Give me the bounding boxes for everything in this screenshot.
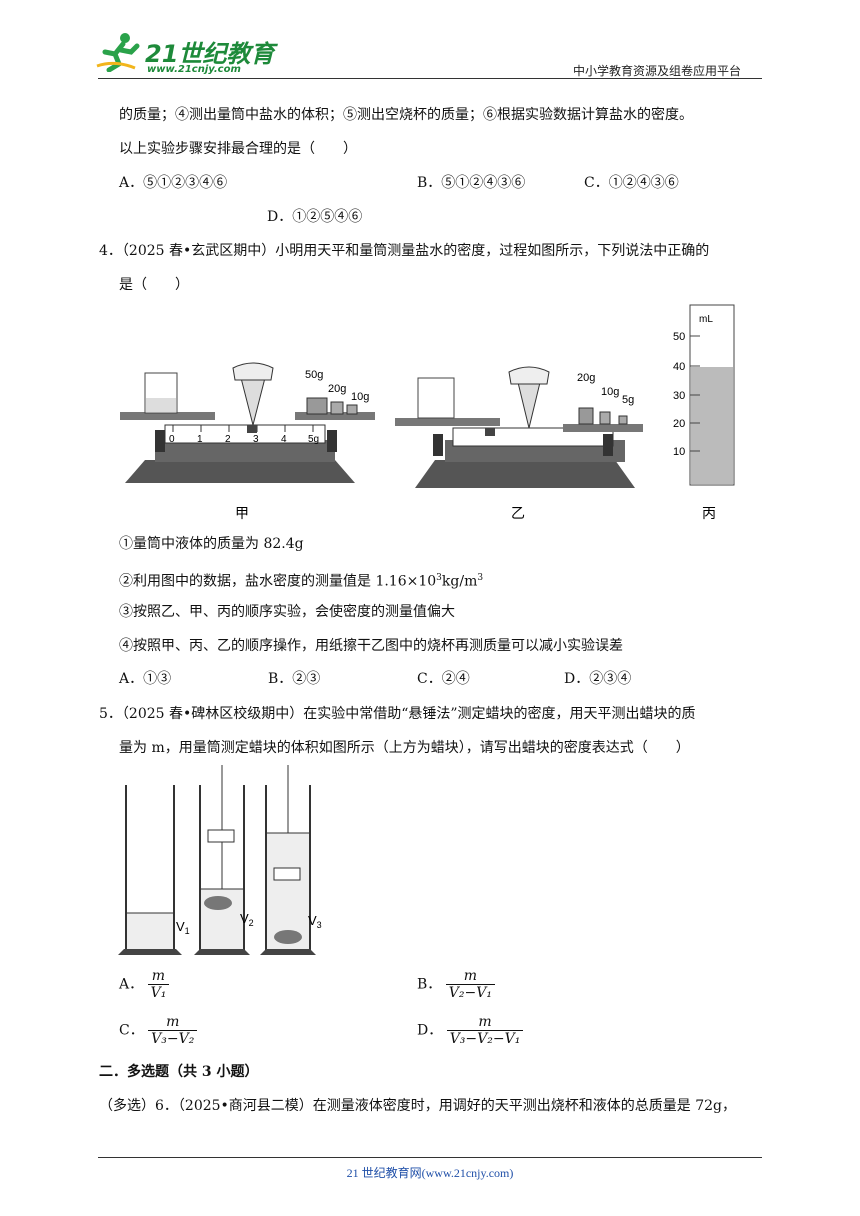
v1-subscript: 1: [185, 926, 190, 936]
q3-option-c: C．①②④③⑥: [584, 175, 679, 191]
q5-c-den: V₃−V₂: [148, 1030, 198, 1047]
q3-line1: 的质量；④测出量筒中盐水的体积；⑤测出空烧杯的质量；⑥根据实验数据计算盐水的密度…: [119, 107, 693, 123]
q3-option-b: B．⑤①②④③⑥: [417, 175, 526, 191]
v2-label: V2: [240, 911, 254, 928]
weight-10g-jia: 10g: [351, 391, 369, 403]
v3-subscript: 3: [317, 920, 322, 930]
v1-letter: V: [176, 919, 185, 934]
weight-5g: 5g: [622, 394, 634, 406]
q4-option-b: B．②③: [268, 671, 321, 687]
q5-d-label: D．: [417, 1022, 443, 1039]
weight-20g-yi: 20g: [577, 372, 595, 384]
cyl-tick-30: 30: [673, 390, 685, 402]
v2-subscript: 2: [249, 918, 254, 928]
label-yi: 乙: [511, 505, 525, 521]
q5-line2: 量为 m，用量筒测定蜡块的体积如图所示（上方为蜡块），请写出蜡块的密度表达式（ …: [119, 740, 690, 756]
q3-option-a: A．⑤①②③④⑥: [119, 175, 228, 191]
q4-statement-3: ③按照乙、甲、丙的顺序实验，会使密度的测量值偏大: [119, 604, 455, 620]
balance-figure: 0 1 2 3 4 5g 50g 20g 10g: [120, 304, 735, 521]
v2-letter: V: [240, 911, 249, 926]
q5-c-num: m: [166, 1014, 180, 1030]
q4-option-a: A．①③: [119, 671, 172, 687]
q5-b-label: B．: [417, 976, 442, 993]
logo-url: www.21cnjy.com: [147, 64, 241, 75]
q3-line2: 以上实验步骤安排最合理的是（ ）: [119, 141, 357, 157]
header-rule: [98, 78, 762, 79]
cylinder-v1: V1: [118, 785, 190, 955]
q4-line1: 4．（2025 春•玄武区期中）小明用天平和量筒测量盐水的密度，过程如图所示，下…: [99, 243, 710, 259]
cyl-tick-40: 40: [673, 361, 685, 373]
q4-statement-1: ①量筒中液体的质量为 82.4g: [119, 536, 304, 552]
q3-option-d: D．①②⑤④⑥: [267, 209, 363, 225]
cylinder-unit: mL: [699, 314, 713, 325]
q5-a-den: V₁: [147, 984, 170, 1001]
weight-50g: 50g: [305, 369, 323, 381]
ruler-tick-5: 5g: [308, 434, 319, 445]
footer-text: 21 世纪教育网(www.21cnjy.com): [346, 1166, 514, 1180]
logo-text: 21世纪教育: [145, 40, 275, 68]
q4-s2-mid: kg/m: [441, 573, 478, 590]
cyl-tick-10: 10: [673, 446, 685, 458]
q4-s2-sup: 3: [436, 573, 442, 583]
ruler-tick-4: 4: [281, 434, 287, 445]
q5-line1: 5．（2025 春•碑林区校级期中）在实验中常借助“悬锤法”测定蜡块的密度，用天…: [99, 706, 696, 722]
q5-a-num: m: [151, 968, 166, 984]
cylinder-v2: V2: [194, 765, 254, 955]
platform-name: 中小学教育资源及组卷应用平台: [573, 64, 742, 78]
weight-20g: 20g: [328, 383, 346, 395]
q5-d-num: m: [478, 1014, 492, 1030]
q5-d-den: V₃−V₂−V₁: [446, 1030, 524, 1047]
q5-b-num: m: [463, 968, 477, 984]
cyl-tick-50: 50: [673, 331, 685, 343]
ruler-tick-0: 0: [169, 434, 175, 445]
cylinder-v3: V3: [260, 765, 322, 955]
q6-line1: （多选）6．（2025•商河县二模）在测量液体密度时，用调好的天平测出烧杯和液体…: [99, 1098, 737, 1114]
q5-c-label: C．: [119, 1022, 144, 1039]
footer-rule: [98, 1157, 762, 1158]
q4-s2-sup2: 3: [477, 573, 484, 583]
q5-a-label: A．: [119, 976, 144, 993]
q4-statement-2: ②利用图中的数据，盐水密度的测量值是 1.16×103kg/m3: [119, 568, 483, 592]
hanging-method-figure: V1 V2 V3: [118, 765, 322, 955]
q5-b-den: V₂−V₁: [445, 984, 495, 1001]
ruler-tick-1: 1: [197, 434, 203, 445]
label-jia: 甲: [235, 505, 249, 521]
v3-label: V3: [308, 913, 322, 930]
q4-s2-pre: ②利用图中的数据，盐水密度的测量值是 1.16×10: [119, 573, 437, 590]
section-heading: 二．多选题（共 3 小题）: [99, 1064, 259, 1080]
ruler-tick-3: 3: [253, 434, 259, 445]
q4-line2: 是（ ）: [119, 277, 189, 293]
q4-statement-4: ④按照甲、丙、乙的顺序操作，用纸擦干乙图中的烧杯再测质量可以减小实验误差: [119, 638, 623, 654]
v1-label: V1: [176, 919, 190, 936]
q4-option-d: D．②③④: [564, 671, 632, 687]
balance-jia: 0 1 2 3 4 5g 50g 20g 10g: [120, 362, 375, 483]
logo-runner-icon: [96, 33, 140, 72]
balance-yi: 20g 10g 5g: [395, 366, 643, 488]
cylinder-bing: mL 50 40 30 20 10: [673, 304, 735, 486]
weight-10g-yi: 10g: [601, 386, 619, 398]
ruler-ticks-jia: 0 1 2 3 4 5g: [169, 425, 319, 445]
q4-option-c: C．②④: [417, 671, 470, 687]
cyl-tick-20: 20: [673, 418, 685, 430]
header: 21世纪教育 www.21cnjy.com 中小学教育资源及组卷应用平台: [95, 30, 765, 78]
label-bing: 丙: [702, 505, 716, 521]
ruler-tick-2: 2: [225, 434, 231, 445]
v3-letter: V: [308, 913, 317, 928]
